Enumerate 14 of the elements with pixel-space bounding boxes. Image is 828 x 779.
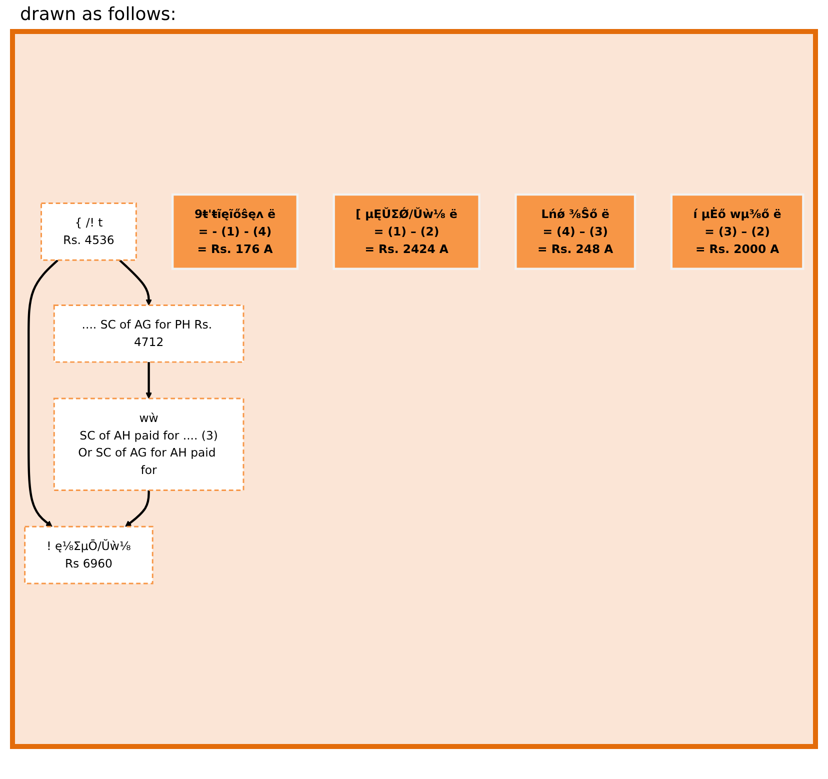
arrow	[146, 362, 152, 399]
node-box	[53, 304, 244, 363]
node-box	[53, 398, 244, 491]
node-box	[514, 193, 636, 270]
node-box	[332, 193, 480, 270]
panel-background: { /! t Rs. 4536 9ŧ'ŧĩęĩőŝęʌ ë = - (1) - (4) = Rs. 176 A [ µĘŬΣǾ/Ŭẁ⅛ ë = (1) – (2) = Rs. 2424 A .... SC of AG for PH Rs. 4712 ! ę⅛ΣµŌ/Ŭẁ⅛ Rs 6960 Lńǿ ⅜Ŝő ë = (4) – (3) = Rs. 248 A í µĖő wµ⅜ő ë = (3) – (2) = Rs. 2000 A wẁ SC of AH paid for .... (3) Or SC of AG for AH paid for	[10, 29, 818, 749]
arrow	[125, 490, 150, 527]
node-box	[172, 193, 298, 270]
arrow	[118, 259, 152, 306]
node-box	[670, 193, 804, 270]
node-box	[24, 526, 154, 584]
heading-text: drawn as follows:	[20, 4, 178, 25]
node-box	[40, 202, 137, 261]
arrow	[28, 259, 59, 527]
